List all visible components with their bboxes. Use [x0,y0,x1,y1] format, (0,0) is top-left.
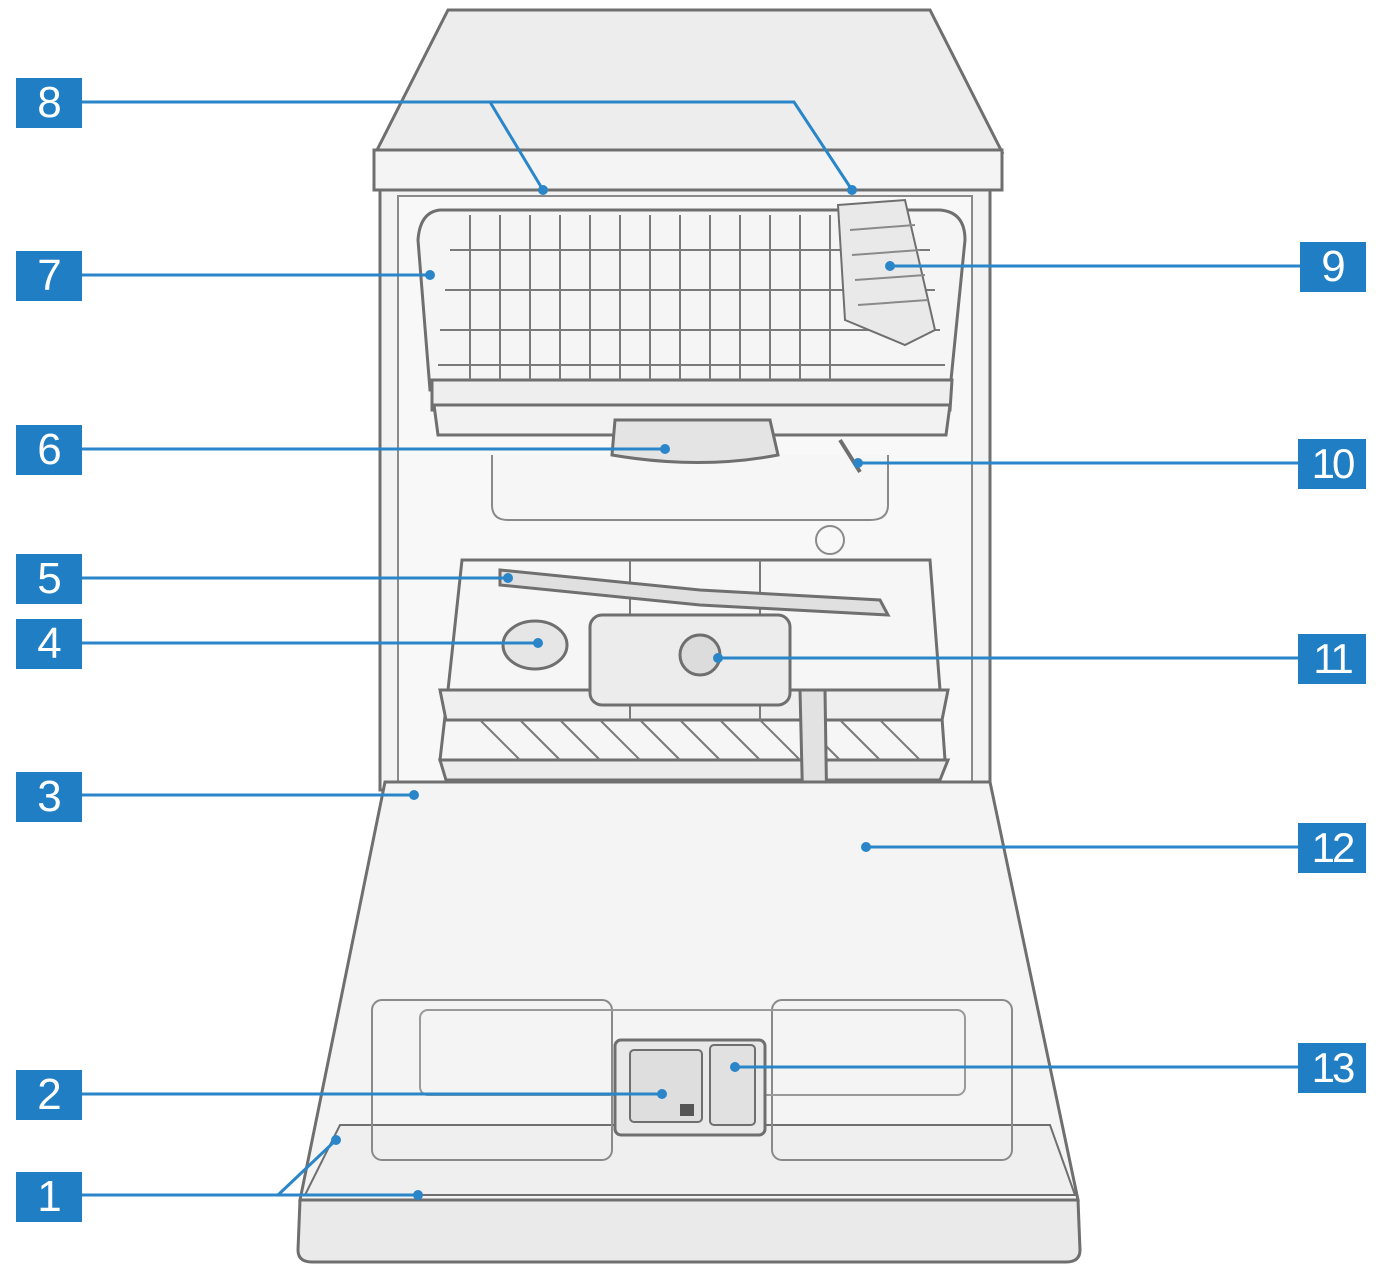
upper-spray-arm [610,418,780,464]
callout-10: 10 [1298,439,1366,489]
leader-lines [82,100,1300,1197]
callout-9: 9 [1300,242,1366,292]
open-door [296,780,1082,1264]
leader-line-8 [82,100,854,191]
callout-8: 8 [16,78,82,128]
knife-holder [836,198,937,347]
callout-13: 13 [1298,1043,1366,1093]
callout-7: 7 [16,251,82,301]
callout-11: 11 [1298,634,1366,684]
middle-spray-arm [498,568,891,617]
callout-12: 12 [1298,823,1366,873]
leader-dots [331,185,895,1200]
callout-3: 3 [16,772,82,822]
drawer-wires [438,215,945,380]
leader-line-8b [488,101,545,191]
detergent-dispenser [613,1038,767,1137]
callout-6: 6 [16,425,82,475]
filter-system [588,613,792,707]
callout-4: 4 [16,619,82,669]
callout-5: 5 [16,554,82,604]
callout-1: 1 [16,1172,82,1222]
callout-2: 2 [16,1070,82,1120]
leader-line-1b [276,1138,338,1197]
worktop [372,8,1005,192]
